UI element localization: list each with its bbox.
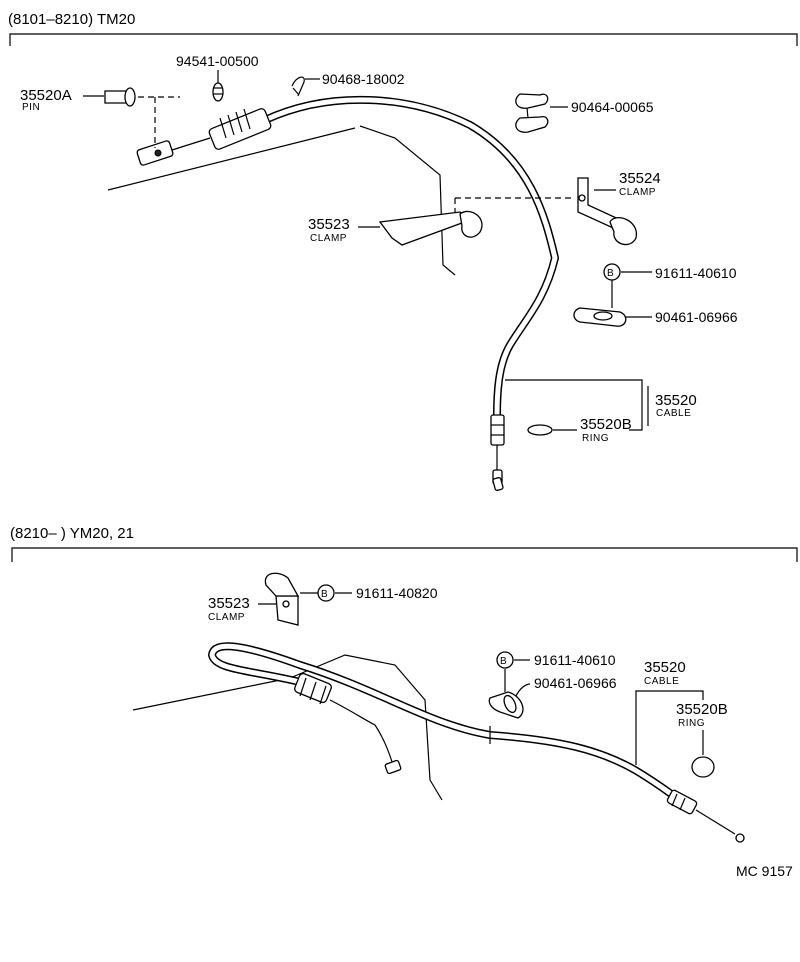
- bolt-91611-40610-top: B 91611-40610: [603, 263, 737, 308]
- top-floor-line: [107, 127, 356, 191]
- ring-bottom-name: RING: [678, 718, 705, 729]
- cable-top-name: CABLE: [656, 408, 691, 419]
- bolt-top-badge: B: [607, 268, 614, 279]
- cable-35520-bottom-label: 35520 CABLE: [635, 659, 704, 765]
- bottom-section-header: (8210– ) YM20, 21: [10, 525, 134, 542]
- part-90468-18002: 90468-18002: [291, 71, 405, 97]
- p94541-number: 94541-00500: [176, 53, 259, 69]
- pin-35520a: 35520A PIN: [20, 87, 180, 148]
- top-section-frame: [9, 33, 798, 46]
- clamp-35523-bottom: 35523 CLAMP: [208, 572, 300, 626]
- top-section: (8101–8210) TM20 35520A PIN: [8, 11, 798, 492]
- pin-number: 35520A: [20, 87, 72, 104]
- clamp-35523-top: 35523 CLAMP: [308, 198, 483, 246]
- cable-bottom-name: CABLE: [644, 676, 679, 687]
- clamp35523-bottom-name: CLAMP: [208, 612, 245, 623]
- part-94541-00500: 94541-00500: [176, 53, 259, 102]
- p90468-number: 90468-18002: [322, 71, 405, 87]
- top-section-header: (8101–8210) TM20: [8, 11, 135, 28]
- bolt-91611-40610-bottom: B 91611-40610: [496, 651, 616, 692]
- cable-bottom-number: 35520: [644, 659, 686, 676]
- clamp-35524: 35524 CLAMP: [455, 170, 661, 246]
- ring-top-name: RING: [582, 433, 609, 444]
- part-90464-00065: 90464-00065: [515, 93, 654, 133]
- ring-bottom-number: 35520B: [676, 701, 728, 718]
- bolt-top-number: 91611-40610: [655, 265, 737, 281]
- bolt-610-badge: B: [500, 656, 507, 667]
- ring-top-number: 35520B: [580, 416, 632, 433]
- p90464-number: 90464-00065: [571, 99, 654, 115]
- clamp35523-top-number: 35523: [308, 216, 350, 233]
- footer-code: MC 9157: [736, 863, 793, 879]
- top-body-contour: [359, 125, 456, 276]
- p90461-bottom-number: 90461-06966: [534, 675, 617, 691]
- clamp35524-number: 35524: [619, 170, 661, 187]
- clamp35524-name: CLAMP: [619, 187, 656, 198]
- p90461-top-number: 90461-06966: [655, 309, 738, 325]
- part-90461-06966-top: 90461-06966: [573, 307, 738, 327]
- cable-top-number: 35520: [655, 392, 697, 409]
- bottom-cable: [208, 642, 745, 843]
- bolt-820-badge: B: [321, 589, 328, 600]
- cable-35520-top-label: 35520 CABLE: [505, 379, 697, 431]
- bottom-floor-line: [132, 677, 291, 711]
- clamp35523-bottom-number: 35523: [208, 595, 250, 612]
- part-90461-06966-bottom: 90461-06966: [488, 675, 617, 719]
- bottom-section: (8210– ) YM20, 21 35523 CLAMP: [10, 525, 798, 879]
- bolt-91611-40820: B 91611-40820: [300, 584, 438, 602]
- ring-35520b-top: 35520B RING: [527, 416, 632, 444]
- bottom-section-frame: [11, 547, 798, 562]
- bolt-820-number: 91611-40820: [356, 585, 438, 601]
- clamp35523-top-name: CLAMP: [310, 233, 347, 244]
- top-cable: [136, 95, 559, 492]
- bolt-610-number: 91611-40610: [534, 652, 616, 668]
- pin-name: PIN: [22, 102, 40, 113]
- bottom-body-contour: [289, 654, 443, 801]
- ring-35520b-bottom: 35520B RING: [676, 701, 728, 778]
